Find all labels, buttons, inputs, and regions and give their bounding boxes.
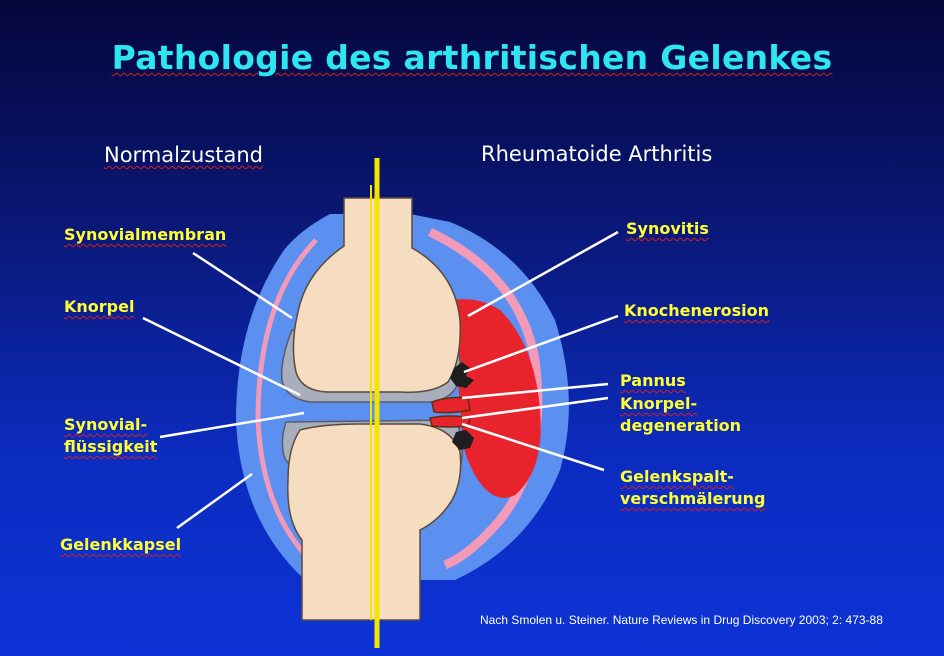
- pointer-gelenkkapsel: [176, 472, 253, 530]
- pointer-synovialfluessigkeit: [159, 411, 305, 439]
- pointer-knochenerosion: [463, 314, 619, 374]
- label-synovialmembran: Synovialmembran: [64, 225, 227, 244]
- pointer-gelenkspalt: [461, 422, 605, 472]
- label-knochenerosion: Knochenerosion: [624, 301, 770, 320]
- heading-rheumatoid: Rheumatoide Arthritis: [481, 142, 713, 166]
- label-synovialfluessigkeit: Synovial- flüssigkeit: [64, 415, 158, 456]
- synovitis-mass: [451, 299, 541, 498]
- label-gelenkspaltverschmaelerung: Gelenkspalt- verschmälerung: [620, 467, 766, 508]
- pointer-knorpeldegeneration: [461, 396, 609, 420]
- page-title: Pathologie des arthritischen Gelenkes: [111, 38, 833, 77]
- pointer-pannus: [461, 382, 609, 400]
- pointer-synovitis: [467, 230, 619, 318]
- citation: Nach Smolen u. Steiner. Nature Reviews i…: [480, 613, 883, 627]
- pointer-knorpel: [142, 316, 301, 397]
- bone-erosion-upper: [450, 362, 474, 388]
- label-knorpel: Knorpel: [64, 297, 135, 316]
- label-synovitis: Synovitis: [626, 219, 709, 238]
- label-gelenkkapsel: Gelenkkapsel: [60, 535, 182, 554]
- bone-lower: [287, 423, 462, 621]
- label-knorpeldegeneration: Knorpel- degeneration: [620, 394, 742, 435]
- heading-normal: Normalzustand: [104, 143, 263, 167]
- pointer-synovialmembran: [192, 251, 293, 320]
- label-pannus: Pannus: [620, 371, 686, 390]
- bone-erosion-lower: [452, 430, 474, 450]
- pannus: [431, 396, 471, 414]
